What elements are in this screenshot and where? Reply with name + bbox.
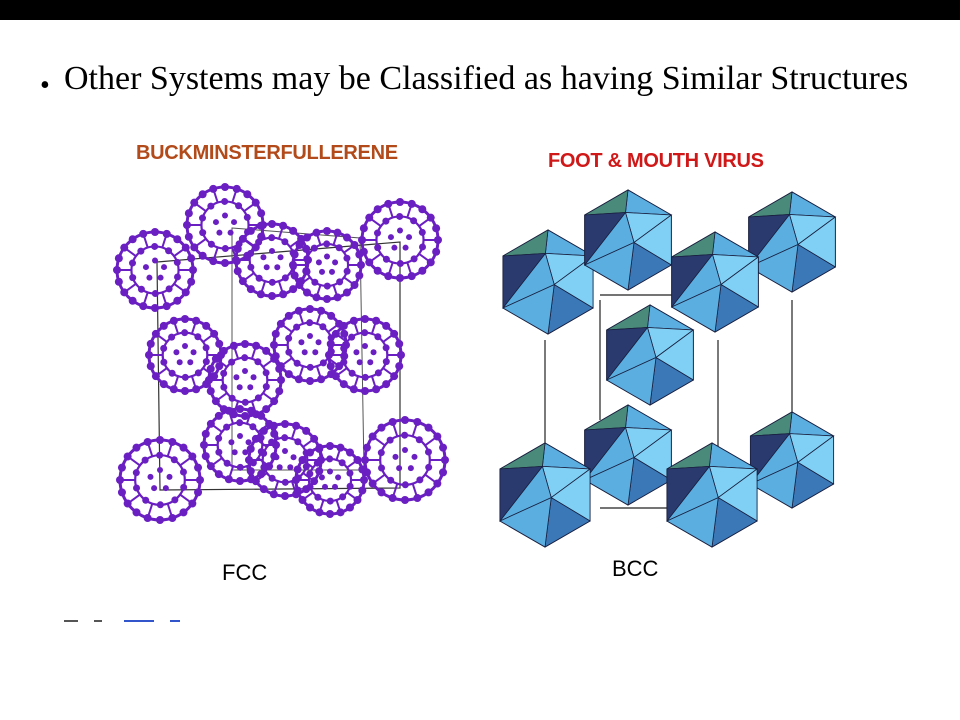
- slide-heading: Other Systems may be Classified as havin…: [64, 60, 909, 97]
- virus-icosahedron-5: [605, 304, 695, 406]
- fcc-lattice-figure: [113, 183, 449, 524]
- bcc-label: BCC: [612, 556, 659, 581]
- bullet-marker: •: [40, 70, 50, 101]
- footnote-marks: [44, 618, 204, 624]
- fullerene-molecule-5: [113, 228, 197, 312]
- virus-icosahedron-6: [583, 404, 673, 506]
- virus-icosahedron-2: [583, 189, 673, 291]
- virus-icosahedron-4: [670, 231, 760, 333]
- fcc-cube-front: [156, 241, 401, 491]
- fullerene-molecule-7: [270, 305, 350, 385]
- fullerene-molecule-9: [205, 340, 285, 420]
- fullerene-molecule-14: [292, 442, 368, 518]
- foot-mouth-virus-title: FOOT & MOUTH VIRUS: [548, 150, 764, 172]
- fullerene-molecule-8: [325, 315, 405, 395]
- fullerene-molecule-4: [289, 227, 365, 303]
- top-bar: [0, 0, 960, 20]
- fullerene-molecule-2: [358, 198, 442, 282]
- fullerene-molecule-10: [200, 405, 280, 485]
- virus-icosahedron-3: [747, 191, 837, 293]
- fcc-label: FCC: [222, 560, 268, 585]
- virus-icosahedron-7: [749, 411, 835, 509]
- virus-icosahedron-1: [502, 229, 595, 335]
- bcc-lattice-figure: [499, 189, 837, 548]
- buckminsterfullerene-title: BUCKMINSTERFULLERENE: [136, 142, 398, 164]
- virus-icosahedron-8: [499, 442, 592, 548]
- fullerene-molecule-6: [145, 315, 225, 395]
- fullerene-molecule-11: [116, 436, 204, 524]
- fullerene-molecule-12: [361, 416, 449, 504]
- virus-icosahedron-9: [666, 442, 759, 548]
